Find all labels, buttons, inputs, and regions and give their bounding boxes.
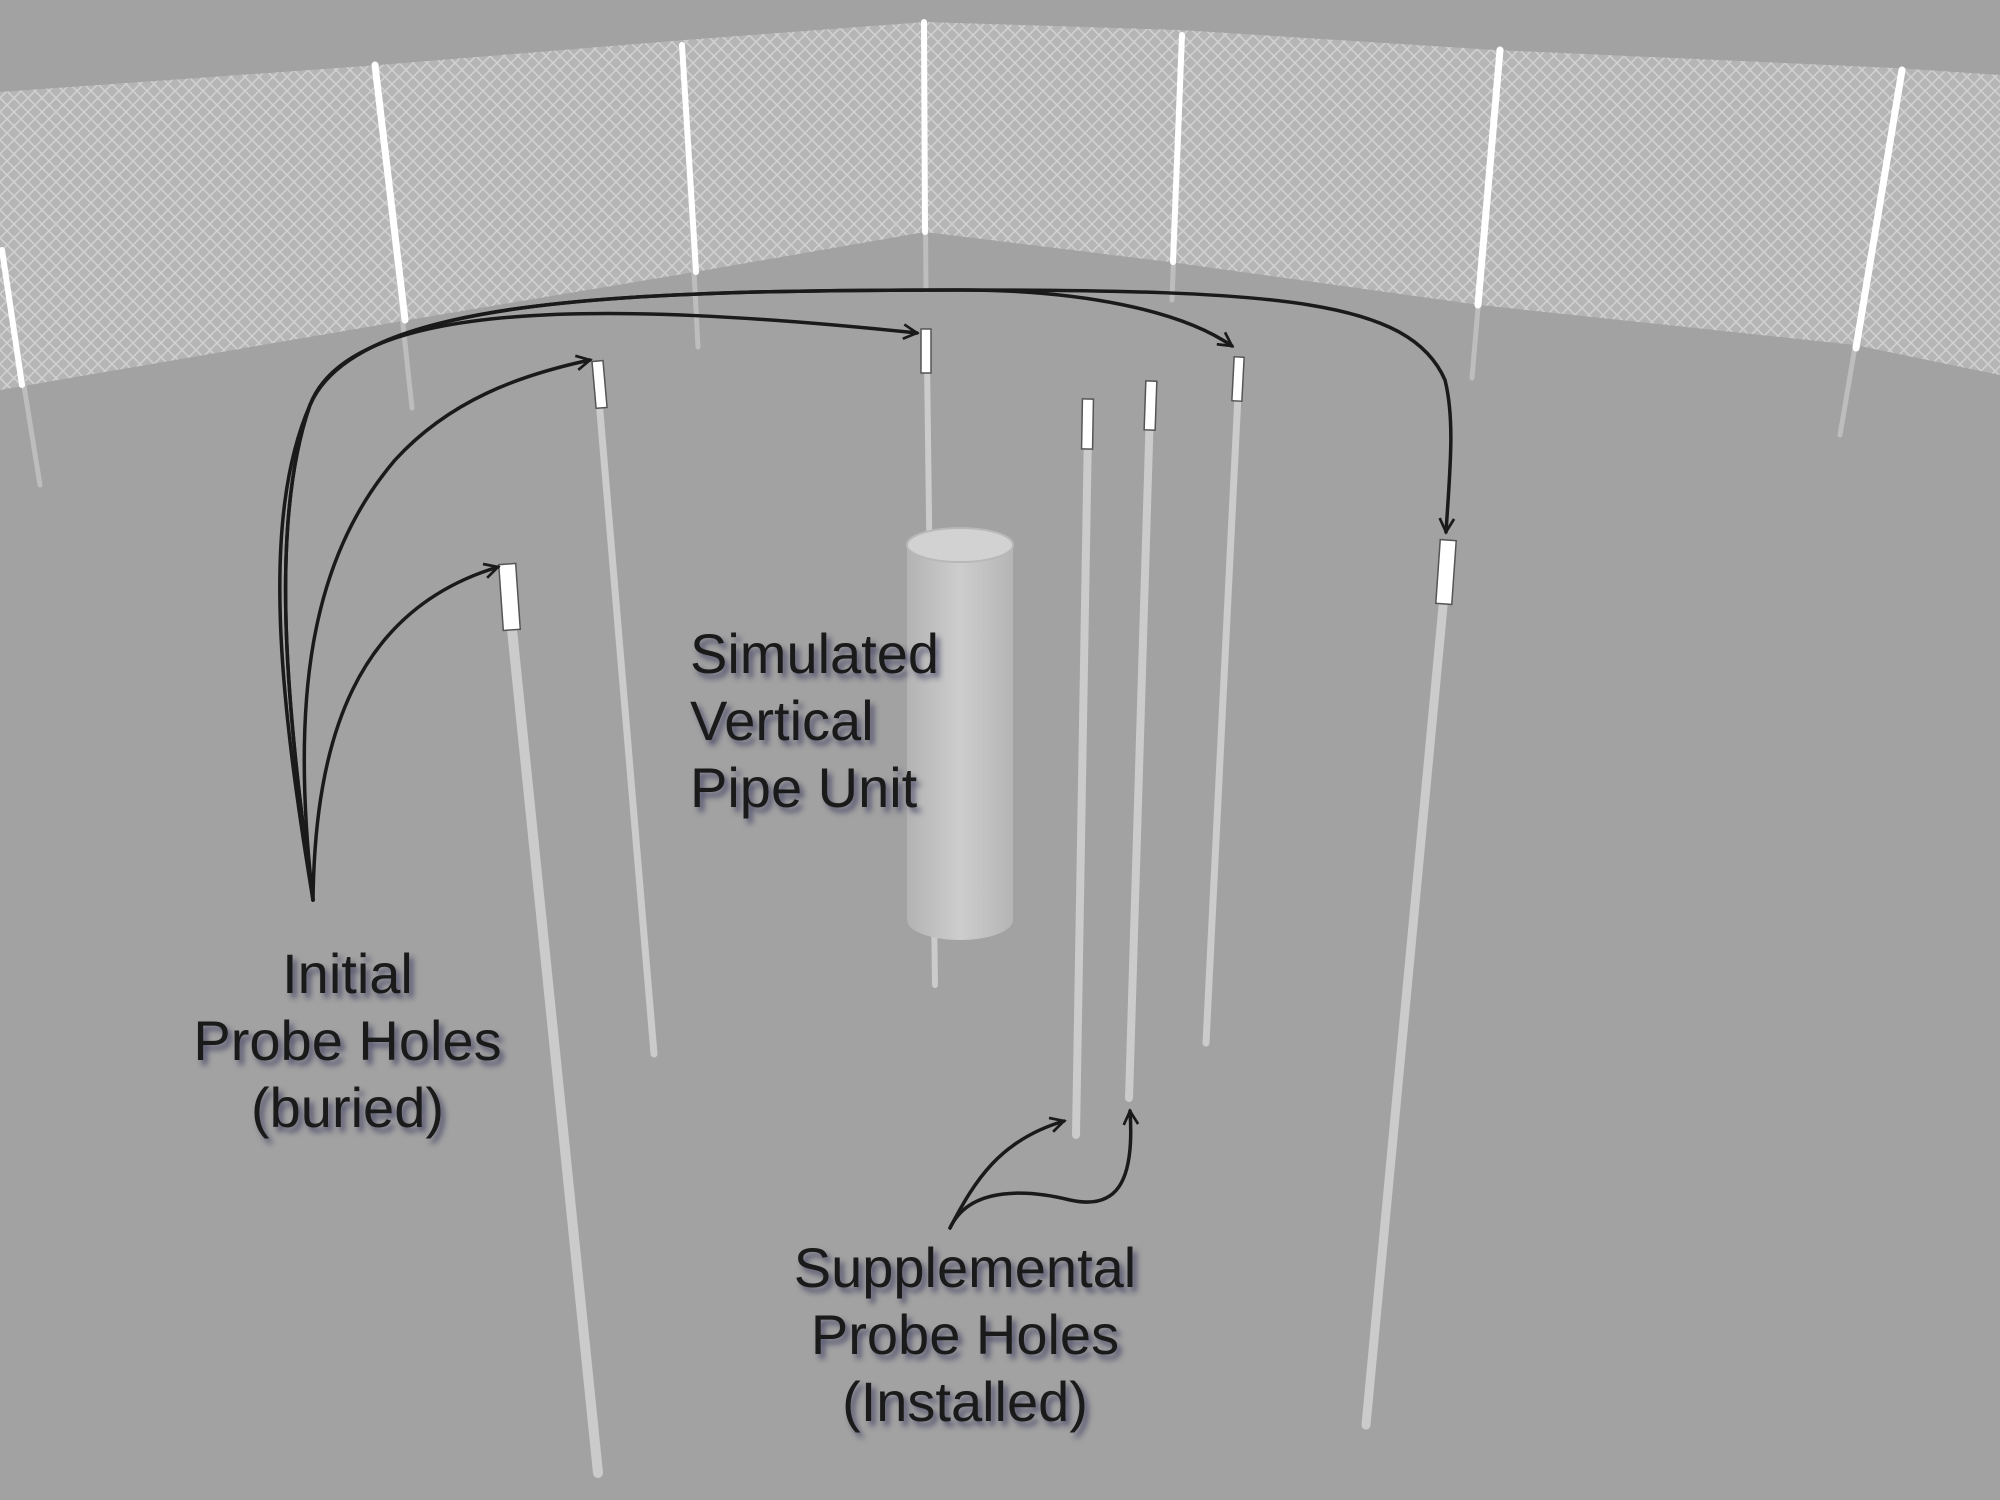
supplemental-probe-holes-label: Supplemental Probe Holes (Installed) xyxy=(770,1234,1160,1435)
initial-probe-hole-pipe xyxy=(1361,580,1450,1430)
fence-post xyxy=(0,247,25,388)
label-line: Vertical xyxy=(690,689,874,752)
fence-post xyxy=(1474,46,1504,309)
label-line: Initial xyxy=(282,942,413,1005)
initial-probe-holes-label: Initial Probe Holes (buried) xyxy=(170,940,525,1141)
label-line: (Installed) xyxy=(842,1370,1088,1433)
chain-link-fence xyxy=(0,22,2000,390)
probe-cap xyxy=(591,359,608,410)
label-line: Probe Holes xyxy=(810,1303,1120,1366)
probe-caps xyxy=(497,328,1458,632)
fence-mesh-pattern xyxy=(0,22,2000,390)
probe-cap xyxy=(1143,380,1158,431)
label-line: Supplemental xyxy=(793,1236,1137,1299)
label-line: Simulated xyxy=(690,622,940,685)
simulated-vertical-pipe-unit-label: Simulated Vertical Pipe Unit xyxy=(690,620,939,821)
initial-probe-hole-pipe xyxy=(505,605,603,1478)
label-line: (buried) xyxy=(251,1076,444,1139)
probe-cap xyxy=(1434,538,1458,606)
supplemental-probe-hole-pipe xyxy=(1125,406,1154,1102)
arrow-to-initial-hole xyxy=(302,360,590,902)
probe-cap xyxy=(1231,355,1245,403)
probe-cap xyxy=(1080,398,1095,450)
callout-arrows xyxy=(278,288,1451,1230)
simulated-vertical-pipe-unit xyxy=(906,527,1014,940)
label-line: Probe Holes xyxy=(193,1009,502,1072)
supplemental-probe-hole-pipe xyxy=(1072,426,1092,1139)
arrow-to-supplemental-hole xyxy=(948,1121,1064,1230)
initial-probe-hole-pipe xyxy=(595,396,658,1058)
fence-post xyxy=(371,61,409,324)
fence-posts xyxy=(0,19,1906,488)
fence-post xyxy=(921,19,928,235)
probe-cap xyxy=(920,328,932,374)
arrow-to-initial-hole xyxy=(283,288,1451,902)
fence-post xyxy=(1852,66,1906,352)
probe-cap xyxy=(497,562,522,632)
arrow-to-initial-hole xyxy=(311,567,498,902)
initial-probe-hole-pipe xyxy=(1202,391,1242,1047)
label-line: Pipe Unit xyxy=(690,756,918,819)
cylinder-body xyxy=(907,545,1013,940)
fence-post xyxy=(679,42,699,275)
arrow-to-supplemental-hole xyxy=(948,1111,1131,1230)
fence-post xyxy=(1170,32,1185,265)
cylinder-top xyxy=(906,527,1014,563)
probe-holes xyxy=(505,357,1450,1478)
